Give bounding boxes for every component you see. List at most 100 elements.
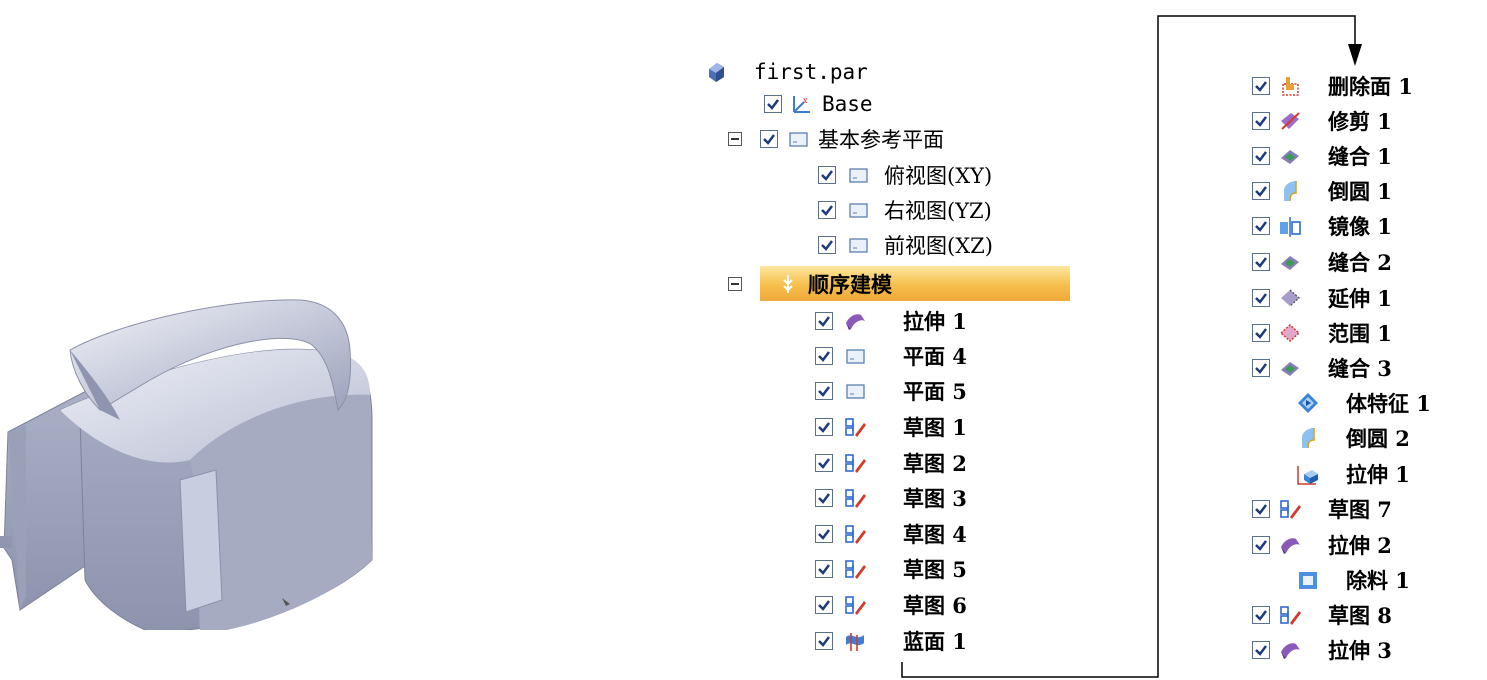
svg-text:x: x — [803, 96, 808, 105]
tree-item-range-1[interactable]: 范围 1 — [1252, 317, 1392, 349]
stitch-icon — [1278, 144, 1302, 168]
visibility-checkbox[interactable] — [815, 418, 833, 436]
visibility-checkbox[interactable] — [1252, 182, 1270, 200]
tree-item-cutout-1[interactable]: 除料 1 — [1296, 564, 1410, 596]
visibility-checkbox[interactable] — [815, 525, 833, 543]
tree-item-label: 草图 7 — [1328, 497, 1392, 522]
visibility-checkbox[interactable] — [1252, 606, 1270, 624]
visibility-checkbox[interactable] — [815, 454, 833, 472]
plane-icon — [786, 127, 810, 151]
extend-icon — [1278, 286, 1302, 310]
tree-item-stitch-1[interactable]: 缝合 1 — [1252, 140, 1392, 172]
tree-item-label: Base — [822, 92, 873, 116]
visibility-checkbox[interactable] — [1252, 359, 1270, 377]
collapse-toggle[interactable] — [728, 277, 742, 291]
plane-icon — [843, 344, 867, 368]
visibility-checkbox[interactable] — [815, 489, 833, 507]
sketch-icon — [1278, 603, 1302, 627]
visibility-checkbox[interactable] — [760, 130, 778, 148]
tree-item-label: 前视图(XZ) — [884, 234, 993, 258]
tree-item-extend-1[interactable]: 延伸 1 — [1252, 282, 1392, 314]
visibility-checkbox[interactable] — [1252, 147, 1270, 165]
round-icon — [1278, 179, 1302, 203]
tree-item-base-ref-planes[interactable]: 基本参考平面 — [728, 123, 944, 155]
tree-item-ordered-modeling[interactable]: 顺序建模 — [728, 268, 892, 300]
tree-item-sketch-3[interactable]: 草图 3 — [815, 482, 967, 514]
tree-item-mirror-1[interactable]: 镜像 1 — [1252, 210, 1392, 242]
tree-item-label: 缝合 2 — [1328, 250, 1392, 275]
extrude-surface-icon — [1278, 533, 1302, 557]
coordinate-system-icon: x — [790, 92, 814, 116]
tree-item-bluesurf-1[interactable]: 蓝面 1 — [815, 625, 967, 657]
tree-item-label: 倒圆 2 — [1346, 426, 1410, 451]
tree-item-top-view[interactable]: 俯视图(XY) — [818, 159, 992, 191]
tree-item-plane-5[interactable]: 平面 5 — [815, 375, 967, 407]
extrude-surface-icon — [843, 309, 867, 333]
tree-item-label: 拉伸 1 — [1346, 462, 1410, 487]
sketch-icon — [843, 522, 867, 546]
visibility-checkbox[interactable] — [815, 632, 833, 650]
tree-item-stitch-3[interactable]: 缝合 3 — [1252, 352, 1392, 384]
tree-item-sketch-6[interactable]: 草图 6 — [815, 589, 967, 621]
visibility-checkbox[interactable] — [815, 560, 833, 578]
tree-root[interactable]: first.par — [704, 56, 868, 88]
tree-item-round-1[interactable]: 倒圆 1 — [1252, 175, 1392, 207]
tree-item-trim-1[interactable]: 修剪 1 — [1252, 105, 1392, 137]
visibility-checkbox[interactable] — [764, 95, 782, 113]
visibility-checkbox[interactable] — [815, 312, 833, 330]
sketch-icon — [843, 593, 867, 617]
visibility-checkbox[interactable] — [818, 201, 836, 219]
range-icon — [1278, 321, 1302, 345]
tree-item-label: 延伸 1 — [1328, 286, 1392, 311]
tree-item-base[interactable]: x Base — [764, 88, 873, 120]
sketch-icon — [1278, 497, 1302, 521]
visibility-checkbox[interactable] — [1252, 536, 1270, 554]
tree-item-sketch-8[interactable]: 草图 8 — [1252, 599, 1392, 631]
tree-item-right-view[interactable]: 右视图(YZ) — [818, 194, 992, 226]
tree-item-sketch-7[interactable]: 草图 7 — [1252, 493, 1392, 525]
tree-item-round-2[interactable]: 倒圆 2 — [1296, 422, 1410, 454]
visibility-checkbox[interactable] — [1252, 217, 1270, 235]
plane-icon — [846, 233, 870, 257]
tree-item-sketch-4[interactable]: 草图 4 — [815, 518, 967, 550]
tree-item-label: 草图 2 — [903, 451, 967, 476]
tree-item-label: 草图 5 — [903, 557, 967, 582]
visibility-checkbox[interactable] — [1252, 253, 1270, 271]
tree-item-extrude-2[interactable]: 拉伸 2 — [1252, 529, 1392, 561]
visibility-checkbox[interactable] — [818, 166, 836, 184]
tree-item-label: 顺序建模 — [808, 272, 892, 297]
tree-item-sketch-2[interactable]: 草图 2 — [815, 447, 967, 479]
stitch-icon — [1278, 250, 1302, 274]
tree-item-extrude-solid-1[interactable]: 拉伸 1 — [1296, 458, 1410, 490]
tree-item-extrude-1[interactable]: 拉伸 1 — [815, 305, 967, 337]
collapse-toggle[interactable] — [728, 132, 742, 146]
visibility-checkbox[interactable] — [1252, 289, 1270, 307]
visibility-checkbox[interactable] — [1252, 641, 1270, 659]
visibility-checkbox[interactable] — [1252, 500, 1270, 518]
tree-item-plane-4[interactable]: 平面 4 — [815, 340, 967, 372]
visibility-checkbox[interactable] — [815, 347, 833, 365]
tree-item-label: 拉伸 2 — [1328, 533, 1392, 558]
tree-item-label: 删除面 1 — [1328, 74, 1413, 99]
visibility-checkbox[interactable] — [1252, 112, 1270, 130]
tree-item-sketch-1[interactable]: 草图 1 — [815, 411, 967, 443]
tree-item-label: 镜像 1 — [1328, 214, 1392, 239]
visibility-checkbox[interactable] — [815, 382, 833, 400]
visibility-checkbox[interactable] — [1252, 324, 1270, 342]
tree-item-body-feature-1[interactable]: 体特征 1 — [1296, 387, 1431, 419]
tree-item-label: 基本参考平面 — [818, 128, 944, 152]
visibility-checkbox[interactable] — [818, 236, 836, 254]
tree-item-front-view[interactable]: 前视图(XZ) — [818, 229, 993, 261]
body-feature-icon — [1296, 391, 1320, 415]
tree-item-label: 草图 6 — [903, 593, 967, 618]
tree-item-stitch-2[interactable]: 缝合 2 — [1252, 246, 1392, 278]
visibility-checkbox[interactable] — [1252, 77, 1270, 95]
tree-item-extrude-3[interactable]: 拉伸 3 — [1252, 634, 1392, 666]
tree-item-sketch-5[interactable]: 草图 5 — [815, 553, 967, 585]
round-icon — [1296, 426, 1320, 450]
tree-item-delete-face-1[interactable]: 删除面 1 — [1252, 70, 1413, 102]
extrude-solid-icon — [1296, 462, 1320, 486]
tree-item-label: 草图 4 — [903, 522, 967, 547]
visibility-checkbox[interactable] — [815, 596, 833, 614]
tree-item-label: 缝合 1 — [1328, 144, 1392, 169]
